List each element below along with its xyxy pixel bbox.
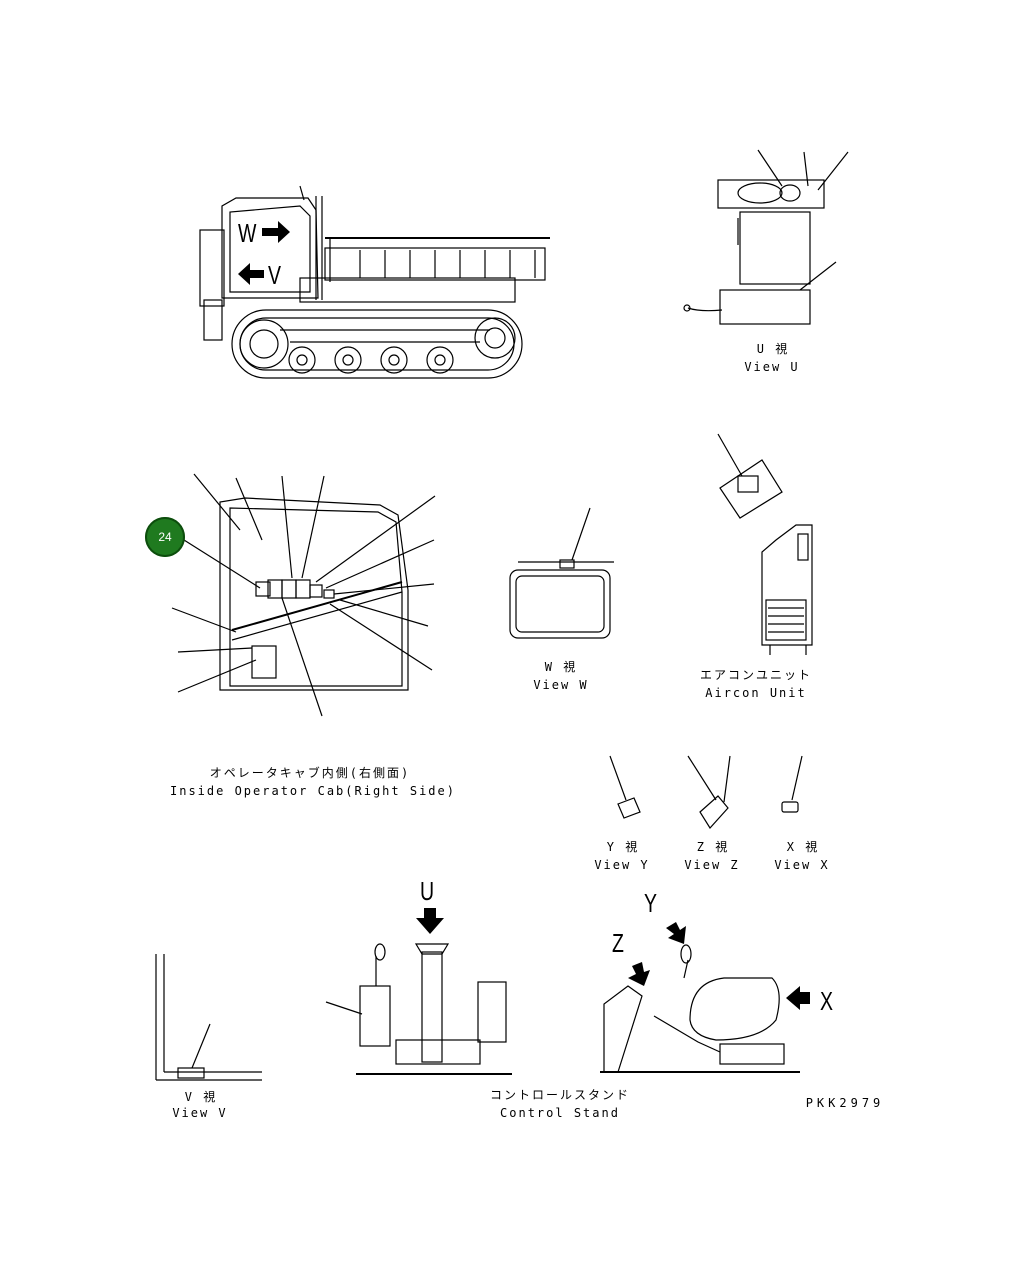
arrow-label-x: X (820, 986, 834, 1016)
control-stand-caption-jp: コントロールスタンド (490, 1088, 631, 1102)
arrow-label-w: W (238, 218, 257, 248)
view-y-caption-jp: Y 視 (606, 840, 640, 854)
view-z-drawing (687, 755, 731, 829)
control-stand-caption-en: Control Stand (500, 1106, 620, 1120)
view-x-caption-jp: X 視 (786, 840, 820, 854)
view-w-drawing (509, 507, 614, 639)
control-stand-front-drawing (325, 908, 512, 1075)
arrow-label-u: U (420, 876, 435, 906)
view-u-caption-jp: U 視 (756, 342, 790, 356)
arrow-label-v: V (268, 260, 282, 290)
aircon-caption-en: Aircon Unit (705, 686, 807, 700)
view-y-caption-en: View Y (594, 858, 650, 872)
view-z-caption-en: View Z (684, 858, 740, 872)
view-u-caption-en: View U (744, 360, 800, 374)
view-y-drawing (609, 755, 641, 819)
view-v-caption-jp: V 視 (184, 1090, 218, 1104)
view-w-caption-jp: W 視 (544, 660, 578, 674)
view-x-caption-en: View X (774, 858, 830, 872)
control-stand-side-drawing (600, 922, 810, 1073)
cab-caption-en: Inside Operator Cab(Right Side) (170, 784, 456, 798)
view-x-drawing (781, 755, 803, 813)
arrow-label-z: Z (612, 928, 624, 958)
aircon-caption-jp: エアコンユニット (699, 668, 812, 682)
part-number-badge: 24 (145, 517, 185, 557)
view-v-drawing (155, 954, 262, 1081)
view-w-caption-en: View W (533, 678, 589, 692)
cab-interior-drawing (171, 473, 436, 717)
carrier-side-view (199, 185, 550, 379)
view-v-caption-en: View V (172, 1106, 228, 1120)
cab-caption-jp: オペレータキャブ内側(右側面) (209, 766, 411, 780)
drawing-code: PKK2979 (805, 1096, 885, 1110)
aircon-unit-drawing (717, 433, 813, 655)
view-u-drawing (683, 149, 849, 325)
view-z-caption-jp: Z 視 (696, 840, 730, 854)
arrow-label-y: Y (644, 888, 658, 918)
road-wheels (288, 346, 454, 374)
